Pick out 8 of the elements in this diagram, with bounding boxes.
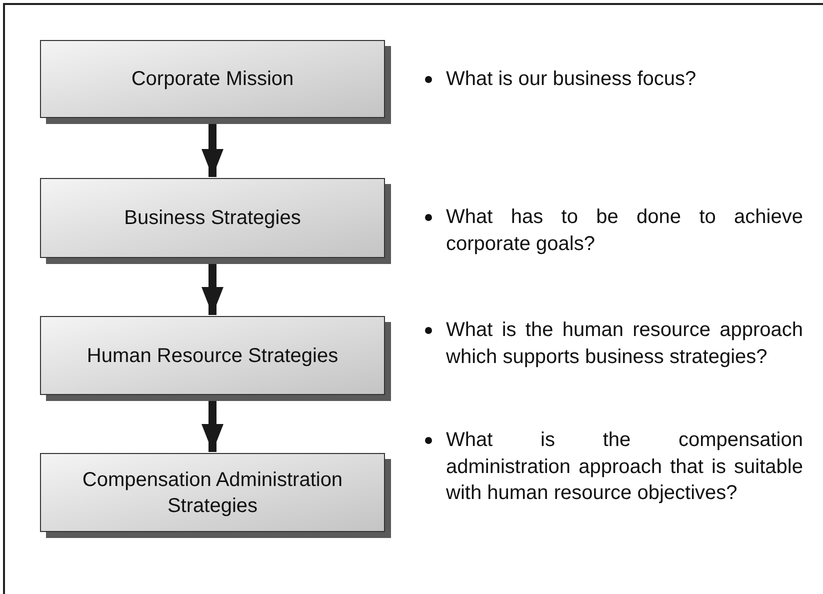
question-text: What is the human resource approach which supports business strategies?	[446, 318, 803, 370]
box-label: Business Strategies	[124, 206, 301, 231]
question-text: What has to be done to achieve corporate goals?	[446, 205, 803, 257]
question-text: What is the compensation administration approach that is suitable with human resource objectives?	[446, 428, 803, 506]
box-label: Compensation Administration Strategies	[81, 468, 344, 518]
box-label: Corporate Mission	[131, 67, 294, 92]
box-label: Human Resource Strategies	[86, 344, 338, 368]
question-text: What is our business focus?	[446, 67, 696, 92]
